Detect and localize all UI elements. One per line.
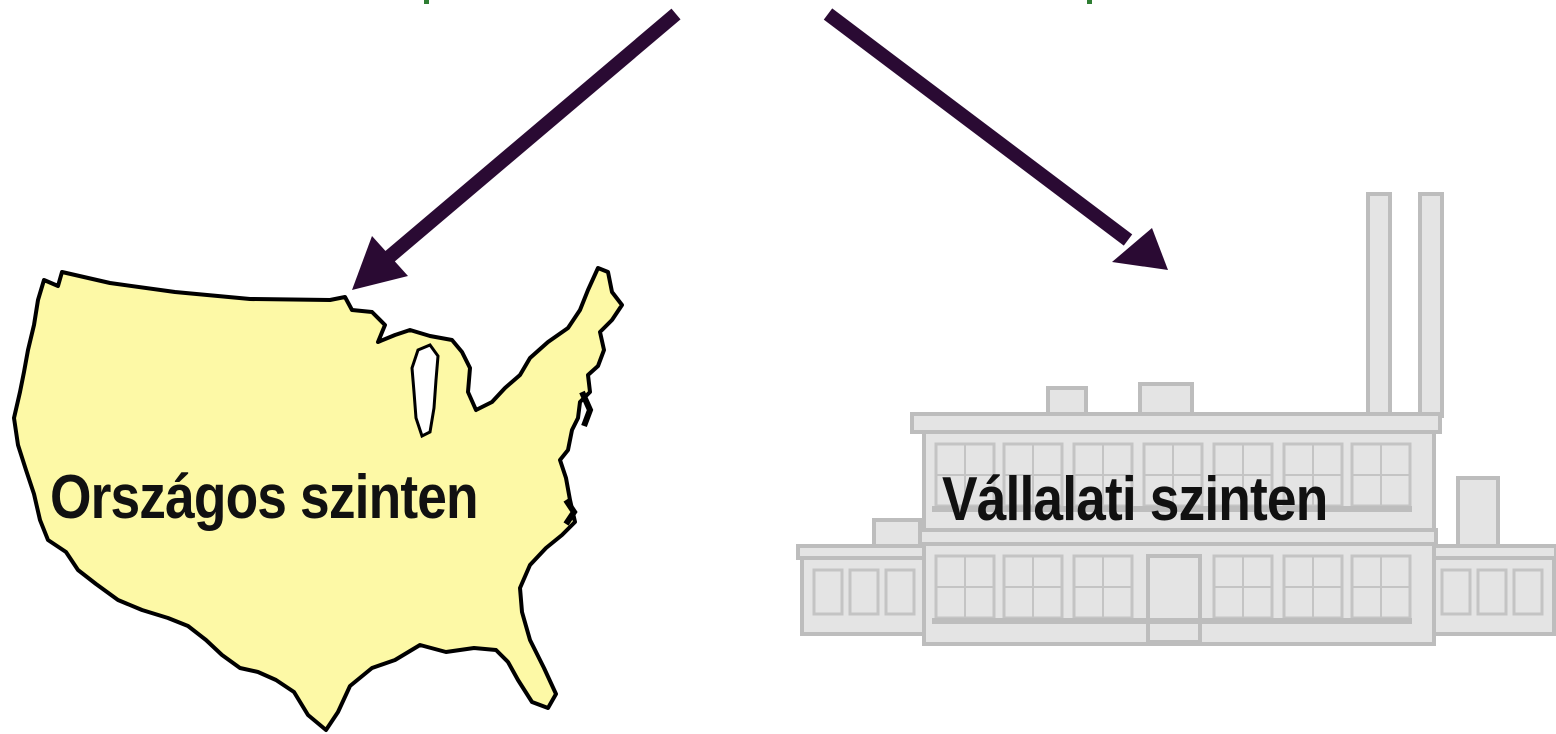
label-company-level: Vállalati szinten bbox=[942, 465, 1328, 534]
top-marks bbox=[424, 0, 1092, 4]
label-country-level: Országos szinten bbox=[50, 463, 479, 532]
arrow-right-icon bbox=[823, 8, 1168, 270]
arrow-left-icon bbox=[352, 8, 681, 290]
usa-map-icon bbox=[12, 266, 624, 732]
factory-icon bbox=[796, 192, 1556, 646]
